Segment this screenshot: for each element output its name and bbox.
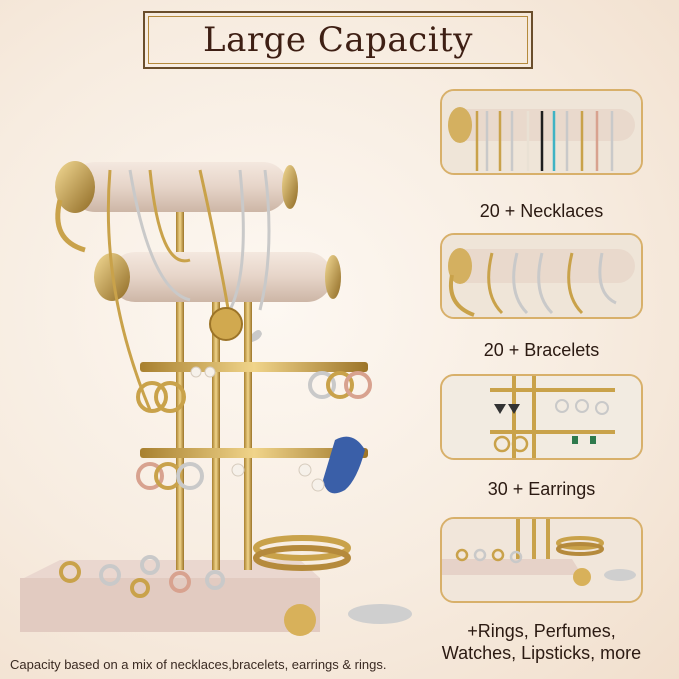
- jewelry-stand-illustration: [20, 161, 412, 636]
- title-banner: Large Capacity: [143, 11, 533, 69]
- rings-caption-line1: +Rings, Perfumes,: [467, 621, 616, 641]
- ring-tray-photo: [442, 519, 641, 601]
- bracelets-caption: 20 + Bracelets: [483, 340, 600, 360]
- earrings-thumbnail: [440, 374, 643, 460]
- rings-caption: +Rings, Perfumes, Watches, Lipsticks, mo…: [430, 620, 653, 664]
- bracelets-thumbnail: [440, 233, 643, 319]
- earrings-caption: 30 + Earrings: [487, 479, 596, 499]
- necklaces-thumbnail: [440, 89, 643, 175]
- earring-rack-photo: [442, 376, 641, 458]
- rings-caption-line2: Watches, Lipsticks, more: [441, 643, 642, 663]
- capacity-footnote: Capacity based on a mix of necklaces,bra…: [10, 657, 387, 672]
- necklace-bar-photo: [442, 91, 641, 173]
- rings-thumbnail: [440, 517, 643, 603]
- necklaces-caption: 20 + Necklaces: [479, 201, 604, 221]
- bracelet-bar-photo: [442, 235, 641, 317]
